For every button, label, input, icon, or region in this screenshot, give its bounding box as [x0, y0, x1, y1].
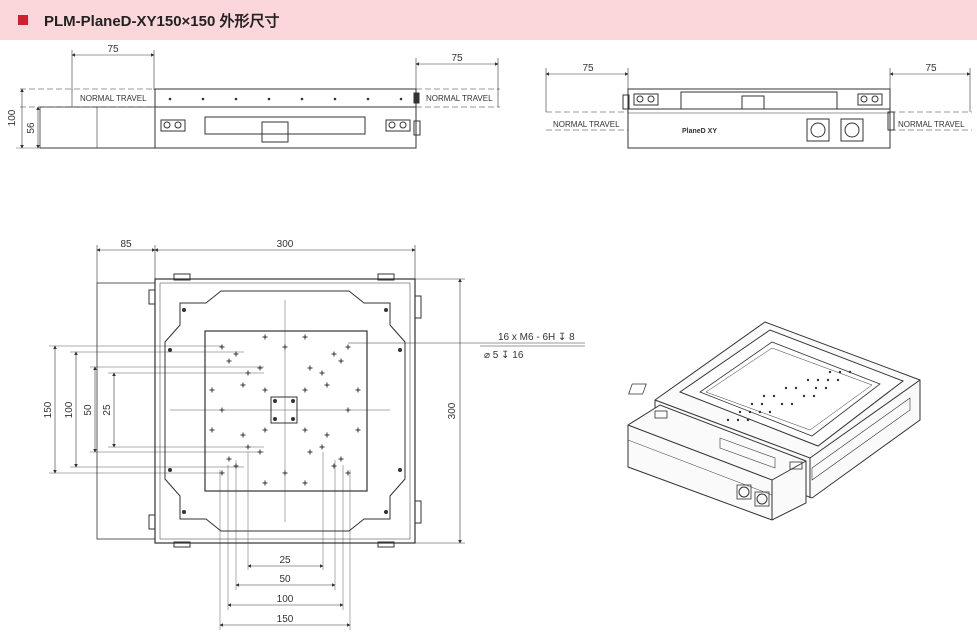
top-dim-85: 85 — [120, 239, 132, 250]
top-dim-300-right: 300 — [447, 402, 458, 419]
v-dim-150: 150 — [43, 401, 54, 418]
top-dim-300: 300 — [277, 239, 294, 250]
side-height-100: 100 — [7, 109, 18, 126]
iso-hole-dot — [824, 386, 828, 390]
iso-hole-dot — [848, 370, 852, 374]
iso-hole-dot — [802, 394, 806, 398]
front-product-label: PlaneD XY — [682, 128, 717, 135]
iso-hole-dot — [768, 410, 772, 414]
side-travel-right: NORMAL TRAVEL — [426, 94, 493, 103]
iso-hole-dot — [814, 386, 818, 390]
iso-hole-dot — [750, 402, 754, 406]
iso-hole-dot — [838, 370, 842, 374]
iso-hole-dot — [748, 410, 752, 414]
side-travel-left: NORMAL TRAVEL — [80, 94, 147, 103]
iso-hole-dot — [816, 378, 820, 382]
title-marker-icon — [18, 15, 28, 25]
iso-hole-dot — [762, 394, 766, 398]
iso-hole-dot — [726, 418, 730, 422]
side-view — [16, 50, 500, 149]
h-dim-150: 150 — [277, 614, 294, 625]
iso-hole-dot — [828, 370, 832, 374]
iso-hole-dot — [806, 378, 810, 382]
iso-hole-dot — [784, 386, 788, 390]
page-title: PLM-PlaneD-XY150×150 外形尺寸 — [44, 13, 280, 30]
technical-drawing: 75 75 NORMAL TRAVEL NORMAL TRAVEL 100 56 — [7, 44, 972, 630]
iso-hole-dot — [760, 402, 764, 406]
h-dim-50: 50 — [279, 574, 291, 585]
iso-hole-dot — [736, 418, 740, 422]
iso-hole-dot — [772, 394, 776, 398]
iso-hole-dot — [794, 386, 798, 390]
front-travel-right: NORMAL TRAVEL — [898, 120, 965, 129]
v-dim-50: 50 — [83, 404, 94, 416]
hole-note-line1: 16 x M6 - 6H ↧ 8 — [498, 332, 575, 343]
v-dim-25: 25 — [102, 404, 113, 416]
iso-hole-dot — [746, 418, 750, 422]
iso-hole-dot — [790, 402, 794, 406]
iso-hole-dot — [812, 394, 816, 398]
side-dim-right-75: 75 — [451, 53, 463, 64]
isometric-hole-pattern — [726, 370, 852, 422]
h-dim-25: 25 — [279, 555, 291, 566]
iso-hole-dot — [836, 378, 840, 382]
h-dim-100: 100 — [277, 594, 294, 605]
hole-pattern — [209, 334, 361, 486]
side-dim-left-75: 75 — [107, 44, 119, 55]
v-dim-100: 100 — [64, 401, 75, 418]
front-view — [545, 68, 972, 149]
iso-hole-dot — [826, 378, 830, 382]
front-dim-right-75: 75 — [925, 63, 937, 74]
iso-hole-dot — [758, 410, 762, 414]
front-travel-left: NORMAL TRAVEL — [553, 120, 620, 129]
hole-note-line2: ⌀ 5 ↧ 16 — [484, 350, 524, 361]
title-banner: PLM-PlaneD-XY150×150 外形尺寸 — [0, 0, 977, 40]
iso-hole-dot — [780, 402, 784, 406]
top-view — [49, 245, 585, 630]
side-height-56: 56 — [26, 122, 37, 134]
front-dim-left-75: 75 — [582, 63, 594, 74]
isometric-view — [627, 321, 921, 521]
iso-hole-dot — [738, 410, 742, 414]
